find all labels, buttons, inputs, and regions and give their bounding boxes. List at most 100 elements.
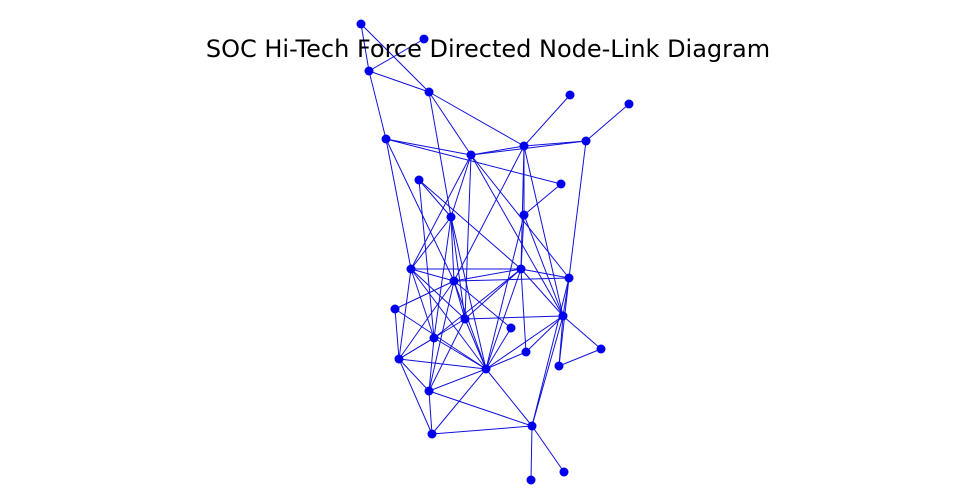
node-7[interactable] <box>581 136 591 146</box>
edge-9-12 <box>450 154 472 218</box>
node-2[interactable] <box>364 66 374 76</box>
edge-6-9 <box>385 138 472 156</box>
edge-19-20 <box>464 315 564 320</box>
edge-21-26 <box>485 327 512 370</box>
node-23[interactable] <box>596 344 606 354</box>
edge-26-29 <box>485 368 533 427</box>
edge-6-11 <box>385 138 562 185</box>
node-30[interactable] <box>427 429 437 439</box>
edge-10-15 <box>418 179 522 270</box>
edge-22-26 <box>433 337 487 370</box>
edge-14-19 <box>410 268 466 320</box>
edge-16-15 <box>453 268 522 282</box>
edge-10-22 <box>418 179 435 339</box>
node-0[interactable] <box>356 19 366 29</box>
edge-28-30 <box>428 390 433 435</box>
edge-3-8 <box>428 91 525 147</box>
node-24[interactable] <box>521 347 531 357</box>
edge-29-31 <box>531 425 565 473</box>
edge-2-3 <box>368 70 430 93</box>
node-29[interactable] <box>527 421 537 431</box>
node-1[interactable] <box>419 34 429 44</box>
edge-8-20 <box>523 145 564 317</box>
edge-16-28 <box>428 280 455 392</box>
edge-layer <box>360 23 630 481</box>
edge-9-14 <box>410 154 472 270</box>
node-3[interactable] <box>424 87 434 97</box>
edge-8-16 <box>453 145 525 282</box>
edge-29-30 <box>431 425 533 435</box>
node-31[interactable] <box>559 467 569 477</box>
edge-12-14 <box>410 216 452 270</box>
edge-14-22 <box>410 268 435 339</box>
node-20[interactable] <box>558 311 568 321</box>
edge-13-15 <box>520 214 525 270</box>
node-32[interactable] <box>526 475 536 485</box>
node-22[interactable] <box>429 333 439 343</box>
edge-19-26 <box>464 318 487 370</box>
edge-18-25 <box>394 308 400 360</box>
edge-15-26 <box>485 268 522 370</box>
node-12[interactable] <box>446 212 456 222</box>
edge-20-24 <box>525 315 564 353</box>
edge-0-3 <box>360 23 430 93</box>
edge-16-25 <box>398 280 455 360</box>
node-25[interactable] <box>394 354 404 364</box>
edge-3-12 <box>428 91 452 218</box>
node-8[interactable] <box>519 141 529 151</box>
node-28[interactable] <box>424 386 434 396</box>
edge-20-27 <box>558 315 564 367</box>
edge-1-2 <box>368 38 425 72</box>
edge-19-28 <box>428 318 466 392</box>
edge-23-27 <box>558 348 602 367</box>
node-21[interactable] <box>506 323 516 333</box>
node-14[interactable] <box>406 264 416 274</box>
node-13[interactable] <box>519 210 529 220</box>
edge-5-7 <box>585 103 630 142</box>
edge-9-19 <box>464 154 472 320</box>
node-26[interactable] <box>481 364 491 374</box>
node-15[interactable] <box>516 264 526 274</box>
edge-10-12 <box>418 179 452 218</box>
node-4[interactable] <box>565 90 575 100</box>
node-11[interactable] <box>556 179 566 189</box>
edge-7-9 <box>470 140 587 156</box>
edge-14-25 <box>398 268 412 360</box>
edge-13-26 <box>485 214 525 370</box>
edge-15-24 <box>520 268 527 353</box>
edge-29-32 <box>530 425 533 481</box>
edge-12-16 <box>450 216 455 282</box>
node-18[interactable] <box>390 304 400 314</box>
node-27[interactable] <box>554 361 564 371</box>
edge-22-28 <box>428 337 435 392</box>
node-5[interactable] <box>624 99 634 109</box>
edge-2-6 <box>368 70 387 140</box>
node-10[interactable] <box>414 175 424 185</box>
edge-13-20 <box>523 214 564 317</box>
edge-28-29 <box>428 390 533 427</box>
edge-17-29 <box>531 277 570 427</box>
edge-26-28 <box>428 368 487 392</box>
edge-9-8 <box>470 145 525 156</box>
edge-3-9 <box>428 91 472 156</box>
edge-25-30 <box>398 358 433 435</box>
edge-7-17 <box>568 140 587 279</box>
edge-14-16 <box>410 268 455 282</box>
edge-20-26 <box>485 315 564 370</box>
edge-9-20 <box>470 154 564 317</box>
edge-11-13 <box>523 183 562 216</box>
chart-title: SOC Hi-Tech Force Directed Node-Link Dia… <box>206 35 770 63</box>
node-layer <box>356 19 634 485</box>
edge-25-28 <box>398 358 430 392</box>
node-17[interactable] <box>564 273 574 283</box>
edge-18-26 <box>394 308 487 370</box>
edge-14-26 <box>410 268 487 370</box>
edge-16-17 <box>453 277 570 282</box>
edge-0-2 <box>360 23 370 72</box>
node-16[interactable] <box>449 276 459 286</box>
edge-20-23 <box>562 315 602 350</box>
node-19[interactable] <box>460 314 470 324</box>
node-9[interactable] <box>466 150 476 160</box>
node-6[interactable] <box>381 134 391 144</box>
